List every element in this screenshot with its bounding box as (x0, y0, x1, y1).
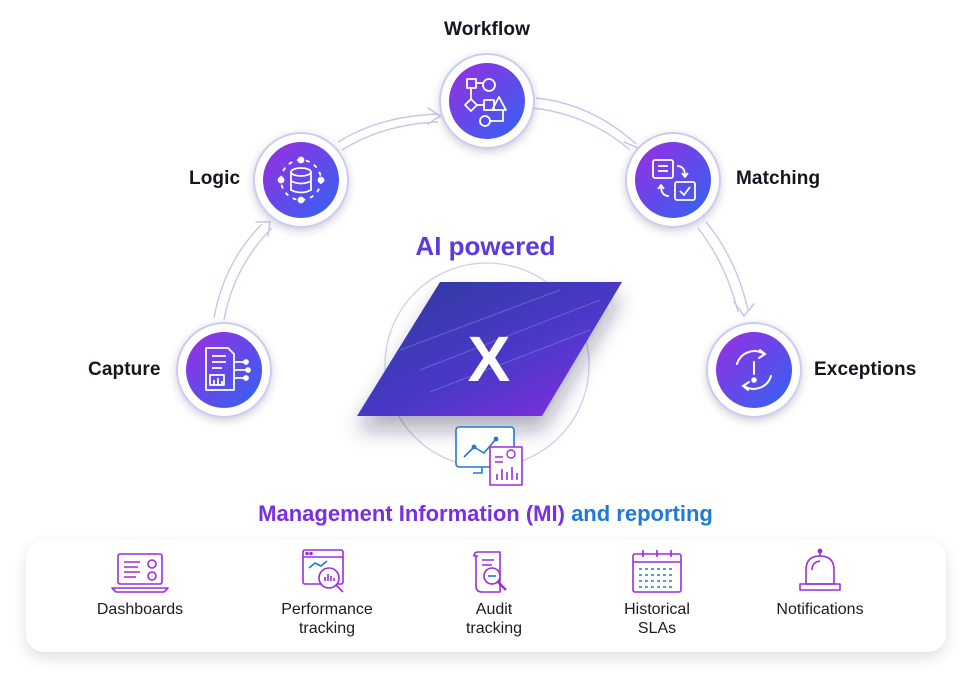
mi-title-part2: and reporting (571, 501, 713, 526)
feature-label-dashboards: Dashboards (96, 601, 184, 618)
node-workflow (439, 53, 535, 149)
ai-logo-mark: X (468, 323, 511, 395)
exception-alert-icon (736, 349, 772, 391)
mi-reporting-icon (455, 426, 523, 486)
node-logic (253, 132, 349, 228)
node-label-matching: Matching (736, 168, 821, 189)
mi-title-part1: Management Information (MI) (258, 501, 565, 526)
database-network-icon (277, 156, 325, 204)
node-exceptions (706, 322, 802, 418)
feature-historical-slas: Historical SLAs (587, 548, 727, 638)
document-capture-icon (205, 347, 251, 391)
feature-performance-tracking: Performance tracking (257, 548, 397, 638)
bell-icon (799, 548, 841, 591)
node-label-workflow: Workflow (444, 19, 530, 40)
arc-matching-exceptions (705, 221, 749, 311)
feature-notifications: Notifications (750, 548, 890, 619)
feature-label-performance: Performance tracking (281, 601, 373, 637)
arc-workflow-matching (535, 97, 637, 145)
feature-dashboards: Dashboards (70, 548, 210, 619)
node-label-exceptions: Exceptions (814, 359, 917, 380)
node-matching (625, 132, 721, 228)
node-capture (176, 322, 272, 418)
matching-check-icon (652, 159, 696, 201)
mi-reporting-title: Management Information (MI) and reportin… (0, 501, 971, 527)
features-card: Dashboards Performance tracking (26, 540, 946, 652)
calendar-icon (632, 550, 682, 593)
ai-powered-title: AI powered (415, 231, 556, 261)
feature-label-historical: Historical SLAs (624, 601, 690, 637)
feature-label-notifications: Notifications (776, 601, 864, 618)
node-label-logic: Logic (189, 168, 241, 189)
arc-logic-workflow (337, 113, 439, 143)
feature-label-audit: Audit tracking (465, 601, 523, 637)
workflow-icon (464, 78, 507, 127)
node-label-capture: Capture (88, 359, 161, 380)
ai-logo: X (357, 282, 622, 416)
audit-magnifier-icon (473, 551, 507, 593)
feature-audit-tracking: Audit tracking (424, 548, 564, 638)
arc-capture-logic (213, 223, 263, 319)
performance-chart-icon (302, 549, 344, 593)
dashboard-icon (111, 553, 169, 593)
flow-arcs (213, 97, 749, 321)
